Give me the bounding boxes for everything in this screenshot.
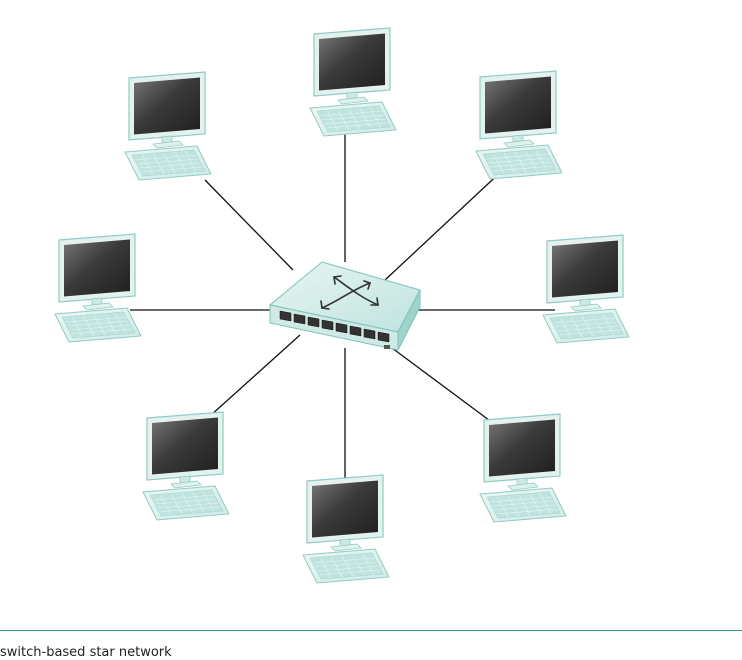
link-8 (204, 179, 294, 271)
network-switch (268, 261, 421, 351)
workstation-4 (479, 413, 567, 523)
switch-arrows-icon (320, 275, 379, 310)
link-2 (384, 167, 506, 281)
caption-divider (0, 630, 742, 631)
switch-ports (279, 310, 390, 343)
status-led (384, 345, 390, 349)
network-links (130, 115, 555, 485)
workstation-1 (309, 27, 397, 137)
workstation-5 (302, 474, 390, 584)
workstation-2 (475, 70, 563, 180)
link-6 (199, 334, 301, 426)
workstation-7 (54, 233, 142, 343)
workstation-6 (142, 411, 230, 521)
link-4 (387, 344, 506, 433)
workstation-8 (124, 71, 212, 181)
workstation-3 (542, 234, 630, 344)
figure-caption: switch-based star network (0, 645, 172, 660)
